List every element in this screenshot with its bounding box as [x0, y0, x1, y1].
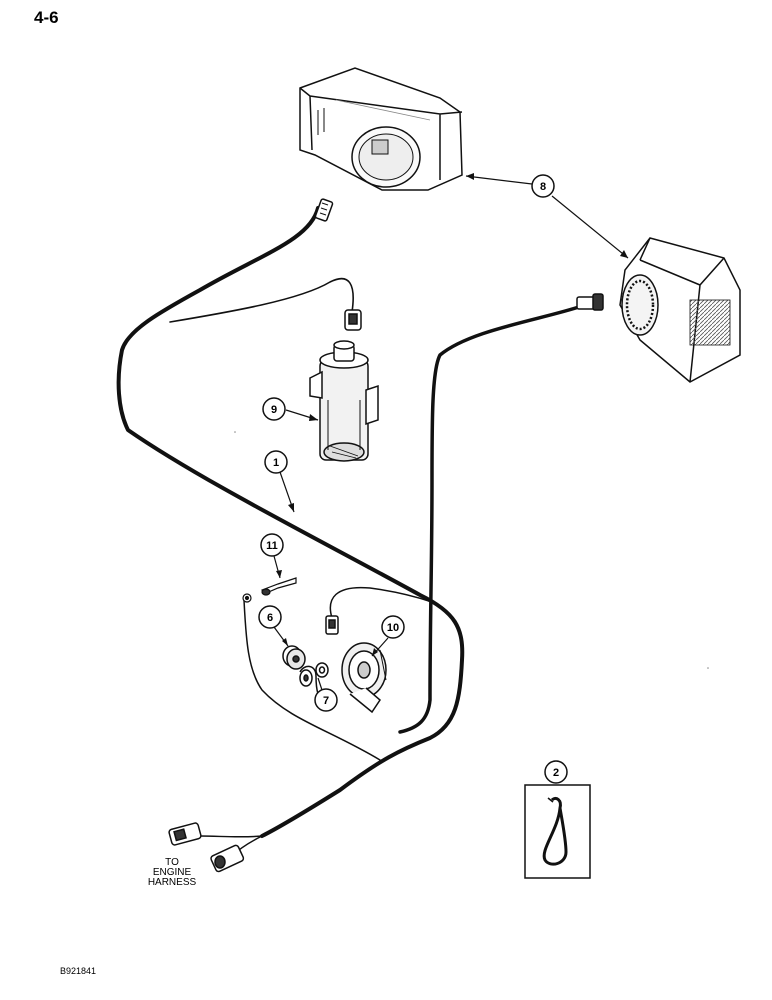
callout-8: 8: [531, 174, 555, 198]
callout-10: 10: [381, 615, 405, 639]
engine-connector-upper: [168, 822, 202, 846]
callout-11: 11: [260, 533, 284, 557]
terminal: [261, 577, 297, 596]
upper-lamp: [299, 67, 463, 191]
strap-box: [524, 784, 591, 879]
engine-connector-lower: [210, 844, 245, 873]
page-number: 4-6: [34, 8, 59, 27]
figure-code: B921841: [60, 966, 97, 976]
svg-text:6: 6: [267, 612, 273, 624]
callout-7: 7: [314, 688, 338, 712]
flasher: [309, 340, 379, 462]
svg-text:2: 2: [553, 767, 559, 779]
callout-2: 2: [544, 760, 568, 784]
callout-6: 6: [258, 605, 282, 629]
svg-text:11: 11: [266, 540, 278, 552]
top-connector: [314, 198, 334, 222]
engine-harness-label: TO ENGINE HARNESS: [122, 858, 222, 888]
svg-text:9: 9: [271, 404, 277, 416]
svg-text:10: 10: [387, 622, 399, 634]
svg-text:8: 8: [540, 181, 546, 193]
svg-text:7: 7: [323, 695, 329, 707]
leader-arrowheads: [276, 173, 628, 656]
callout-9: 9: [262, 397, 286, 421]
flasher-connector: [344, 309, 362, 331]
engine-label-line-3: HARNESS: [147, 877, 197, 888]
right-lamp: [619, 237, 741, 383]
specks: [234, 431, 709, 669]
engine-label-line-2: ENGINE: [152, 867, 192, 878]
horn-connector: [325, 615, 339, 635]
ground-terminal: [242, 593, 252, 603]
horn: [341, 642, 387, 714]
right-lamp-connector: [576, 293, 604, 311]
svg-text:1: 1: [273, 457, 279, 469]
callout-1: 1: [264, 450, 288, 474]
wire-harness: [116, 206, 584, 857]
nut: [282, 645, 306, 670]
engine-label-line-1: TO: [165, 857, 179, 868]
